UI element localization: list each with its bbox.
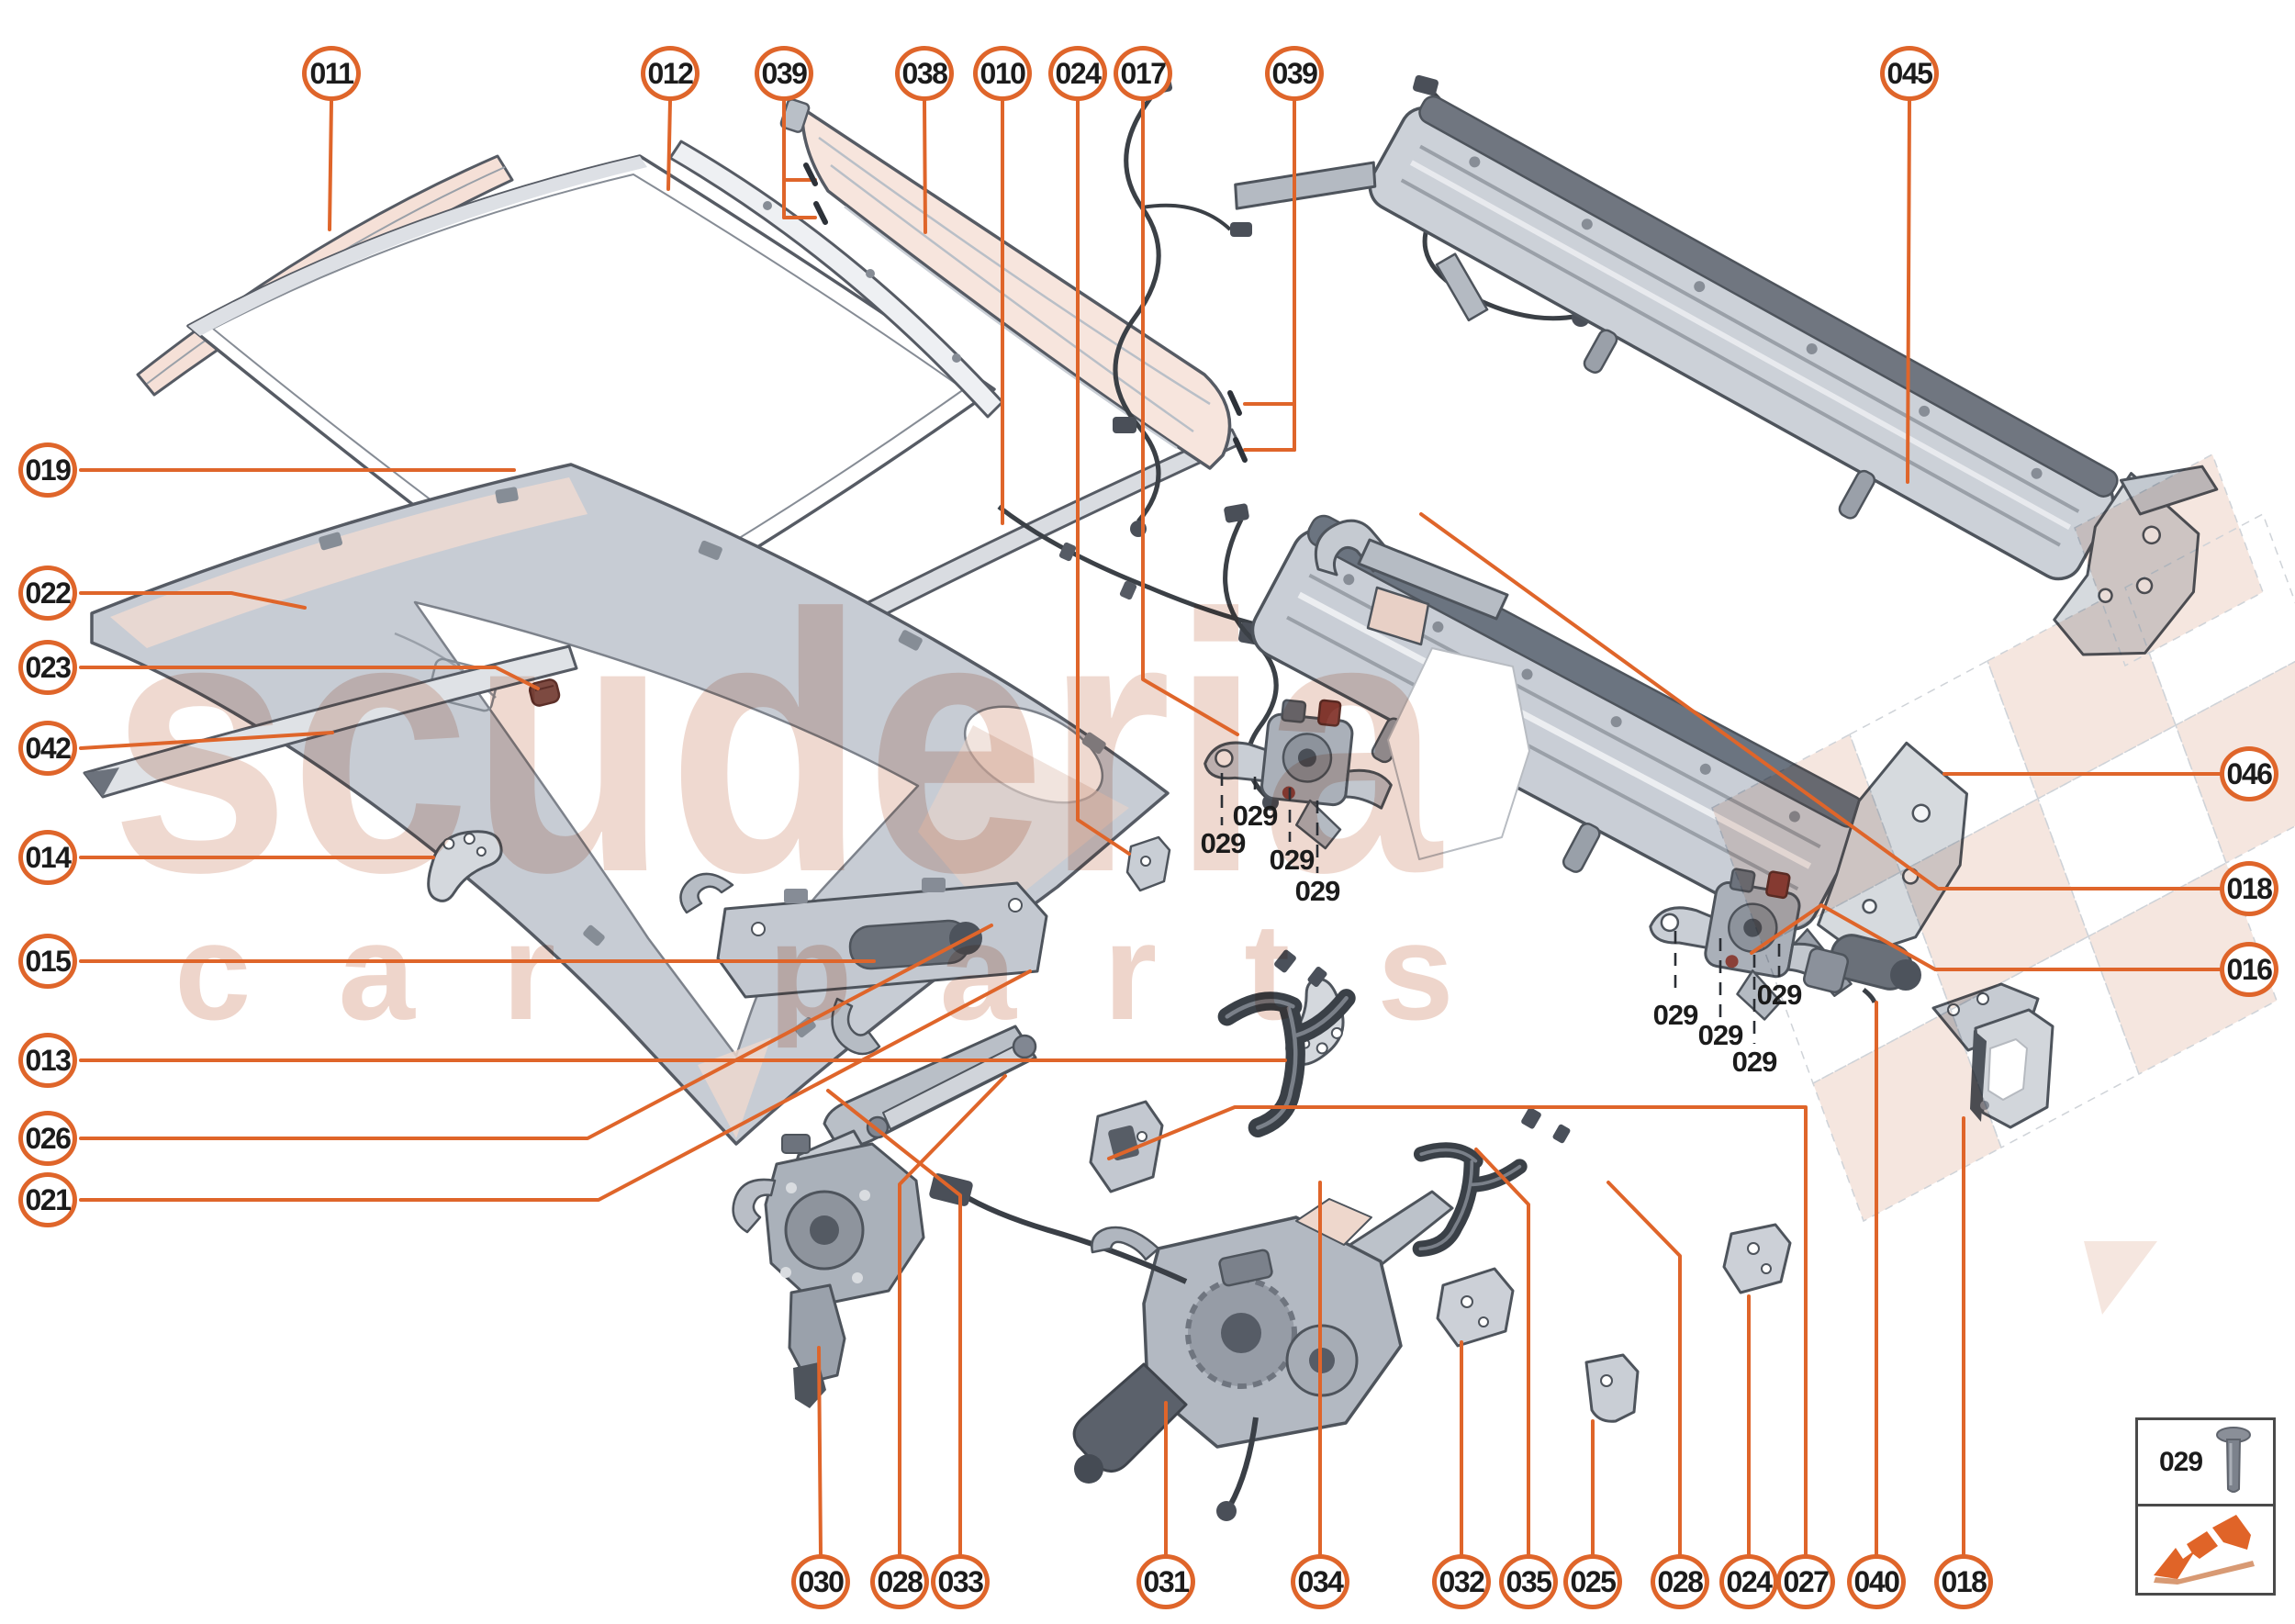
fastener-label-3: 029 <box>1294 875 1341 907</box>
fastener-label-0: 029 <box>1200 827 1247 859</box>
bracket-024b <box>1722 1223 1792 1294</box>
callout-040-32[interactable]: 040 <box>1847 1554 1906 1609</box>
callout-031-24[interactable]: 031 <box>1136 1554 1195 1609</box>
callout-023-11[interactable]: 023 <box>18 640 77 695</box>
fastener-label-4: 029 <box>1652 999 1699 1031</box>
header-seal-042 <box>83 644 578 799</box>
callout-032-26[interactable]: 032 <box>1432 1554 1491 1609</box>
windshield-seal-012 <box>668 140 1004 419</box>
direction-arrow-icon <box>2153 1515 2255 1585</box>
rivet-marks-039 <box>803 162 1248 463</box>
leader-lines <box>79 99 2222 1556</box>
callout-034-25[interactable]: 034 <box>1291 1554 1349 1609</box>
callout-024-30[interactable]: 024 <box>1719 1554 1778 1609</box>
legend-fastener-box: 029 <box>2135 1417 2276 1506</box>
callout-046-18[interactable]: 046 <box>2220 746 2278 801</box>
callout-024-5[interactable]: 024 <box>1048 46 1107 101</box>
pipe-clips <box>1274 949 1571 1144</box>
callout-013-15[interactable]: 013 <box>18 1033 77 1088</box>
bracket-025 <box>1584 1353 1640 1423</box>
callout-018-19[interactable]: 018 <box>2220 861 2278 916</box>
callout-012-1[interactable]: 012 <box>641 46 700 101</box>
watermark-title: scuderia <box>110 538 1443 948</box>
callout-019-9[interactable]: 019 <box>18 442 77 498</box>
callout-010-4[interactable]: 010 <box>973 46 1032 101</box>
legend-fastener-number: 029 <box>2158 1446 2203 1477</box>
lock-mechanism-left <box>732 1025 1037 1408</box>
callout-033-23[interactable]: 033 <box>931 1554 990 1609</box>
callout-016-20[interactable]: 016 <box>2220 942 2278 997</box>
legend: 029 <box>2135 1417 2276 1596</box>
callout-028-29[interactable]: 028 <box>1651 1554 1709 1609</box>
bolt-icon <box>2216 1426 2252 1493</box>
fastener-label-2: 029 <box>1269 844 1315 876</box>
fastener-dash-lines <box>1220 773 1781 1044</box>
fastener-label-7: 029 <box>1756 979 1803 1011</box>
callout-038-3[interactable]: 038 <box>895 46 954 101</box>
callout-035-27[interactable]: 035 <box>1499 1554 1558 1609</box>
fastener-label-5: 029 <box>1697 1019 1744 1051</box>
callout-026-16[interactable]: 026 <box>18 1111 77 1166</box>
fastener-label-1: 029 <box>1232 800 1279 832</box>
callout-030-21[interactable]: 030 <box>791 1554 850 1609</box>
callout-018-33[interactable]: 018 <box>1934 1554 1993 1609</box>
drive-mechanism-031 <box>929 1173 1454 1521</box>
drive-motor-040 <box>1802 934 1921 1003</box>
callout-022-10[interactable]: 022 <box>18 566 77 621</box>
watermark-layer: scuderia car parts <box>110 453 2295 1315</box>
callout-011-0[interactable]: 011 <box>302 46 361 101</box>
callout-045-8[interactable]: 045 <box>1880 46 1939 101</box>
legend-direction-box <box>2135 1506 2276 1596</box>
callout-017-6[interactable]: 017 <box>1114 46 1172 101</box>
callout-028-22[interactable]: 028 <box>870 1554 929 1609</box>
bracket-032 <box>1436 1267 1515 1348</box>
callout-015-14[interactable]: 015 <box>18 934 77 989</box>
callout-039-2[interactable]: 039 <box>755 46 813 101</box>
callout-014-13[interactable]: 014 <box>18 830 77 885</box>
clip-bracket-027 <box>1089 1100 1164 1193</box>
fastener-label-6: 029 <box>1731 1046 1778 1078</box>
callout-042-12[interactable]: 042 <box>18 721 77 776</box>
callout-027-31[interactable]: 027 <box>1776 1554 1835 1609</box>
checkered-flag-watermark <box>1711 453 2295 1315</box>
callout-025-28[interactable]: 025 <box>1563 1554 1622 1609</box>
latch-drive-assembly-015 <box>679 872 1048 1056</box>
callout-021-17[interactable]: 021 <box>18 1172 77 1227</box>
callout-039-7[interactable]: 039 <box>1265 46 1324 101</box>
watermark-subtitle: car parts <box>174 894 1541 1048</box>
angle-bracket-024 <box>1125 835 1171 892</box>
